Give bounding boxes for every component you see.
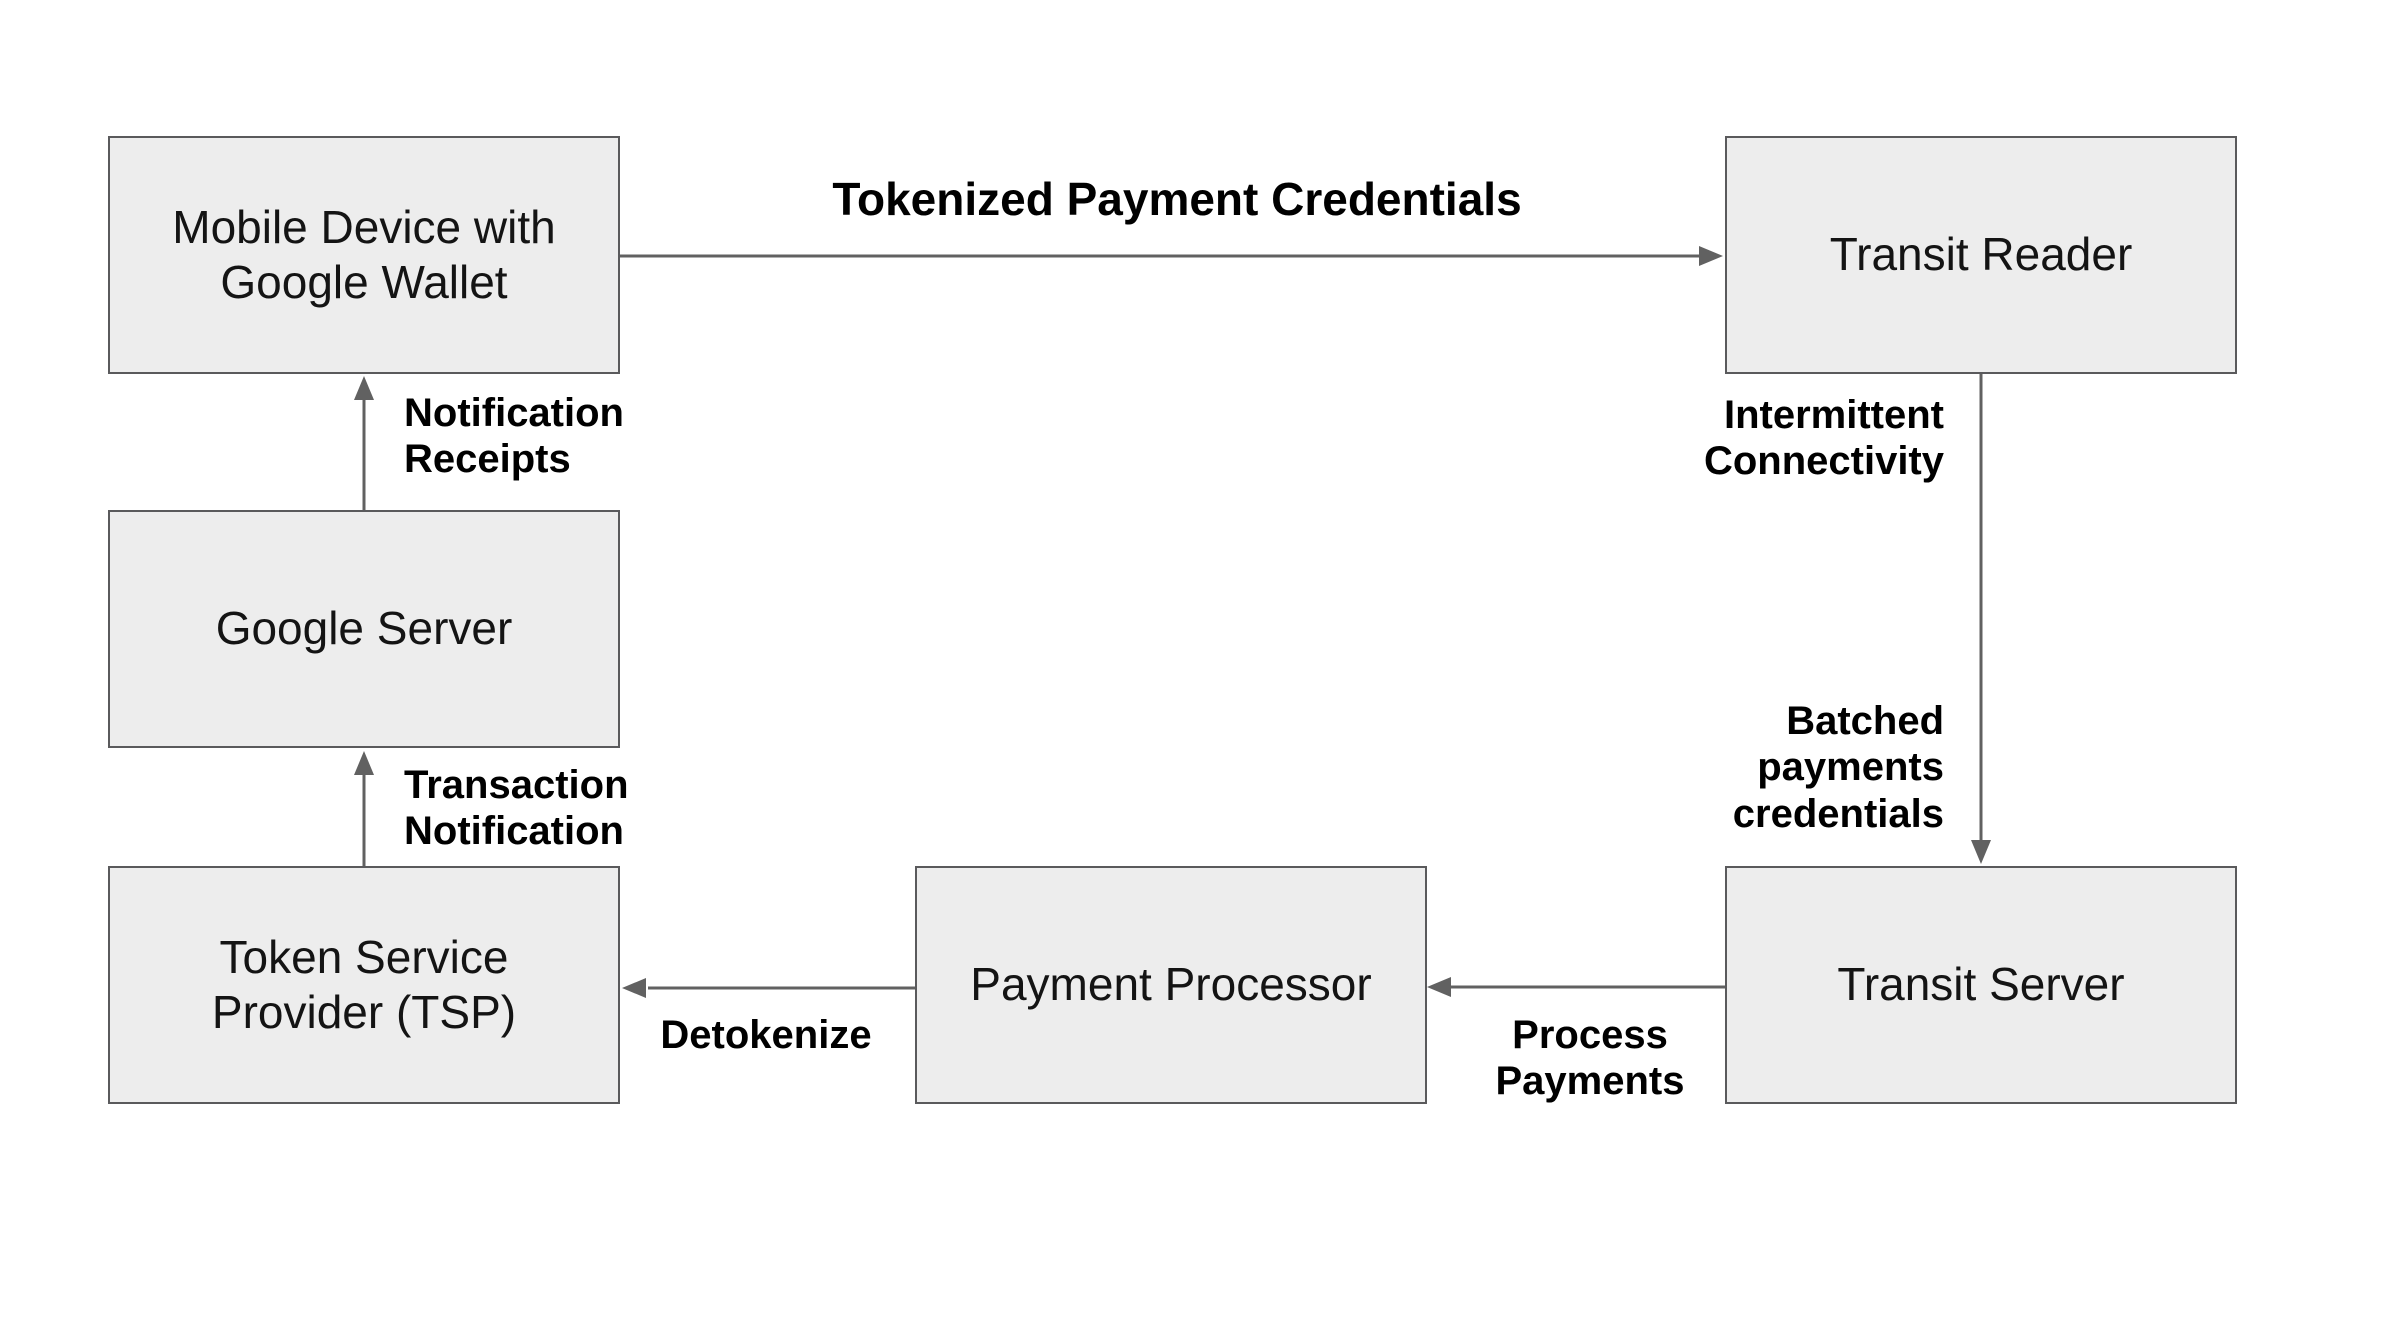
arrow-process-payments xyxy=(1427,977,1725,997)
node-mobile-device: Mobile Device with Google Wallet xyxy=(108,136,620,374)
node-payment-processor: Payment Processor xyxy=(915,866,1427,1104)
node-payment-processor-label: Payment Processor xyxy=(970,958,1372,1011)
node-mobile-device-label: Mobile Device with Google Wallet xyxy=(172,200,556,308)
edge-label-intermittent-connectivity: Intermittent Connectivity xyxy=(1703,393,1944,484)
edge-label-transaction-notification: Transaction Notification xyxy=(404,763,629,854)
node-transit-reader: Transit Reader xyxy=(1725,136,2237,374)
node-token-service-provider-label: Token Service Provider (TSP) xyxy=(211,930,517,1038)
arrow-detokenize xyxy=(622,978,915,998)
edge-label-batched-payments-credentials: Batched payments credentials xyxy=(1732,699,1944,836)
node-token-service-provider: Token Service Provider (TSP) xyxy=(108,866,620,1104)
edge-label-tokenized-payment-credentials: Tokenized Payment Credentials xyxy=(832,173,1522,225)
node-transit-server-label: Transit Server xyxy=(1837,958,2125,1011)
node-google-server: Google Server xyxy=(108,510,620,748)
arrow-notification-receipts xyxy=(354,376,374,510)
arrow-reader-to-transit-server xyxy=(1971,374,1991,864)
node-google-server-label: Google Server xyxy=(215,602,513,655)
edge-label-detokenize: Detokenize xyxy=(660,1013,872,1057)
edge-label-process-payments: Process Payments xyxy=(1495,1013,1685,1104)
arrow-transaction-notification xyxy=(354,751,374,866)
node-transit-reader-label: Transit Reader xyxy=(1829,228,2133,281)
node-transit-server: Transit Server xyxy=(1725,866,2237,1104)
edge-label-notification-receipts: Notification Receipts xyxy=(404,391,624,482)
arrow-tokenized-payment xyxy=(620,246,1723,266)
